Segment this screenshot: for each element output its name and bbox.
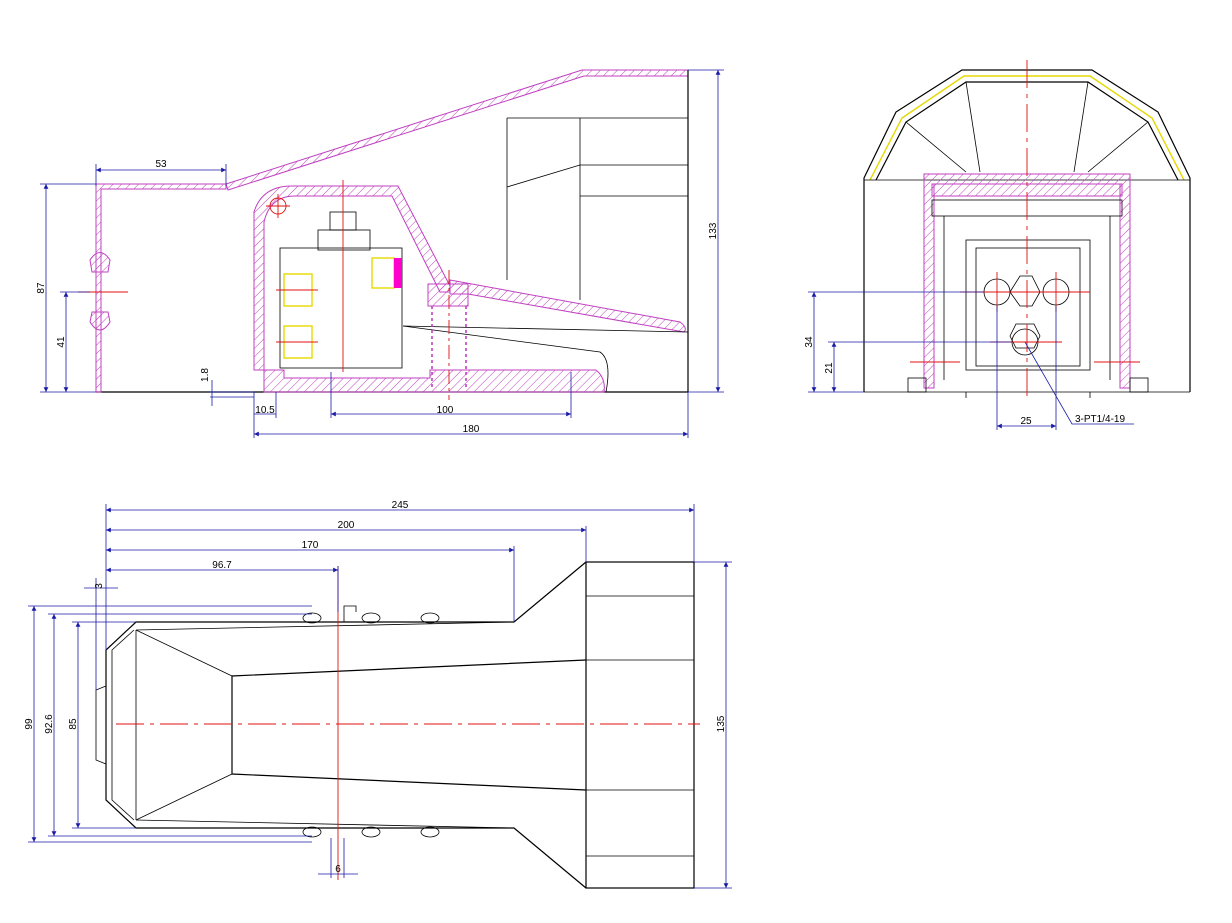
- dim-96-7: 96.7: [212, 560, 232, 571]
- dim-1-8: 1.8: [200, 368, 211, 382]
- front-view: 34 21 25 3-PT1/4-19: [804, 60, 1191, 430]
- dim-100: 100: [437, 405, 454, 416]
- plan-view: 245 200 170 96.7 3 99 92.6 85: [24, 500, 732, 889]
- dim-3: 3: [94, 583, 105, 589]
- dim-53: 53: [155, 159, 167, 170]
- dim-135: 135: [716, 715, 727, 732]
- dim-34: 34: [804, 336, 815, 348]
- dim-6: 6: [335, 864, 341, 875]
- dim-87: 87: [36, 282, 47, 294]
- dim-133: 133: [708, 222, 719, 239]
- dim-21: 21: [824, 362, 835, 374]
- dim-92-6: 92.6: [44, 714, 55, 734]
- dim-180: 180: [463, 424, 480, 435]
- dim-85: 85: [68, 718, 79, 730]
- port-callout: 3-PT1/4-19: [1075, 414, 1125, 425]
- dim-99: 99: [24, 718, 35, 730]
- dim-245: 245: [392, 500, 409, 511]
- dim-10-5: 10.5: [255, 405, 275, 416]
- dim-200: 200: [338, 520, 355, 531]
- dim-170: 170: [302, 540, 319, 551]
- dim-25: 25: [1020, 416, 1032, 427]
- side-view: 53 87 41 1.8 10.5 100 180 133: [36, 69, 724, 438]
- dim-41: 41: [56, 336, 67, 348]
